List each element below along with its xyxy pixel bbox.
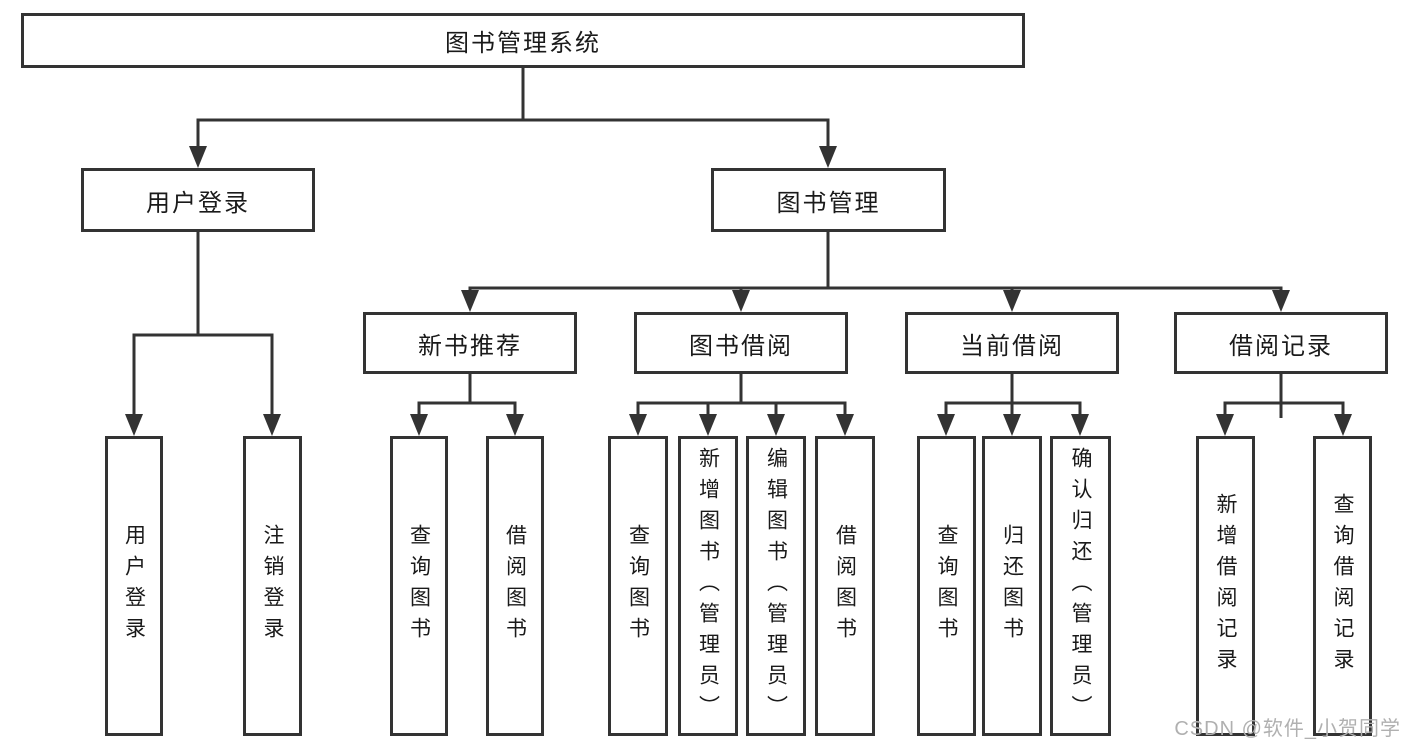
leaf-borrow-query-books: 查询图书	[608, 436, 668, 736]
arrowhead-icons	[125, 146, 1352, 436]
node-root-system-label: 图书管理系统	[445, 30, 601, 57]
leaf-recommend-query-books-label: 查询图书	[407, 524, 431, 648]
leaf-logout: 注销登录	[243, 436, 302, 736]
node-book-borrow-label: 图书借阅	[689, 332, 793, 360]
leaf-borrow-borrow-books: 借阅图书	[815, 436, 875, 736]
leaf-current-confirm-return-admin-label: 确认归还（管理员）	[1069, 446, 1092, 726]
node-new-book-recommend: 新书推荐	[363, 312, 577, 374]
leaf-borrow-add-books-admin-label: 新增图书（管理员）	[696, 446, 720, 726]
leaf-current-query-books-label: 查询图书	[935, 524, 958, 648]
node-current-borrow: 当前借阅	[905, 312, 1119, 374]
leaf-logout-label: 注销登录	[261, 524, 284, 648]
leaf-records-add-record-label: 新增借阅记录	[1214, 493, 1237, 679]
leaf-borrow-add-books-admin: 新增图书（管理员）	[678, 436, 738, 736]
leaf-current-return-books: 归还图书	[982, 436, 1042, 736]
leaf-records-query-record: 查询借阅记录	[1313, 436, 1372, 736]
node-current-borrow-label: 当前借阅	[960, 332, 1064, 360]
node-book-borrow: 图书借阅	[634, 312, 848, 374]
leaf-recommend-query-books: 查询图书	[390, 436, 448, 736]
node-user-login: 用户登录	[81, 168, 315, 232]
node-borrow-records: 借阅记录	[1174, 312, 1388, 374]
leaf-borrow-edit-books-admin-label: 编辑图书（管理员）	[764, 446, 788, 726]
leaf-borrow-query-books-label: 查询图书	[626, 524, 650, 648]
leaf-records-query-record-label: 查询借阅记录	[1331, 493, 1354, 679]
leaf-user-login: 用户登录	[105, 436, 163, 736]
csdn-watermark: CSDN @软件_小贺同学	[1174, 718, 1401, 740]
node-book-management-label: 图书管理	[776, 189, 881, 217]
leaf-user-login-label: 用户登录	[122, 524, 146, 648]
node-root-system: 图书管理系统	[21, 13, 1025, 68]
node-user-login-label: 用户登录	[146, 189, 250, 217]
leaf-current-return-books-label: 归还图书	[1000, 524, 1024, 648]
leaf-borrow-edit-books-admin: 编辑图书（管理员）	[746, 436, 806, 736]
node-borrow-records-label: 借阅记录	[1229, 332, 1333, 360]
node-new-book-recommend-label: 新书推荐	[418, 332, 522, 360]
leaf-current-query-books: 查询图书	[917, 436, 976, 736]
leaf-borrow-borrow-books-label: 借阅图书	[833, 524, 857, 648]
leaf-recommend-borrow-books: 借阅图书	[486, 436, 544, 736]
node-book-management: 图书管理	[711, 168, 946, 232]
leaf-recommend-borrow-books-label: 借阅图书	[503, 524, 527, 648]
leaf-records-add-record: 新增借阅记录	[1196, 436, 1255, 736]
leaf-current-confirm-return-admin: 确认归还（管理员）	[1050, 436, 1111, 736]
